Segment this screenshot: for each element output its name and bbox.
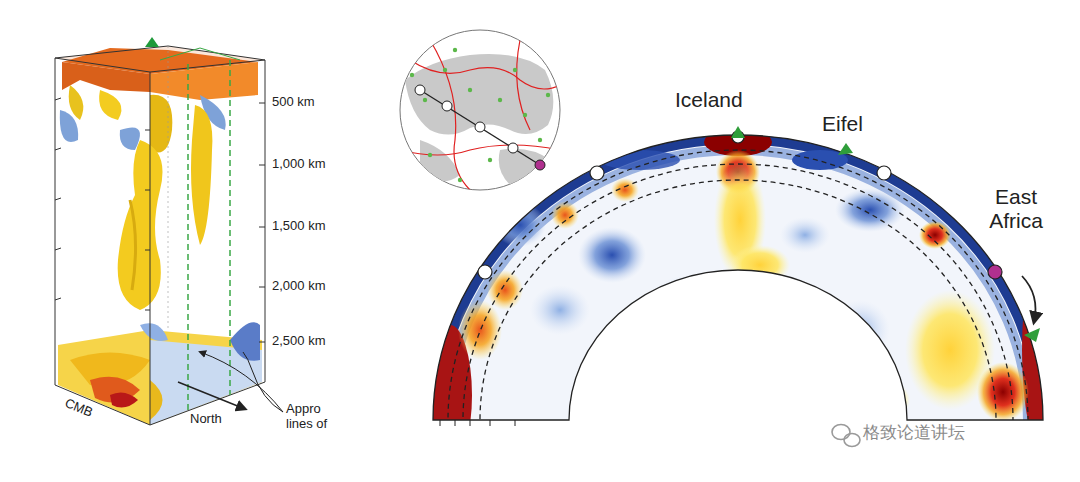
depth-label: 1,500 km (272, 219, 325, 234)
plume-box (55, 37, 283, 425)
watermark: 格致论道讲坛 (863, 423, 965, 443)
watermark-icon (832, 425, 860, 447)
depth-label: 2,000 km (272, 279, 325, 294)
place-label: Iceland (675, 88, 743, 112)
depth-label: 2,500 km (272, 334, 325, 349)
callout-note: Appro lines of (286, 402, 336, 432)
depth-label: 500 km (272, 95, 315, 110)
depth-label: 1,000 km (272, 157, 325, 172)
direction-label: North (190, 412, 222, 427)
place-label: Eifel (822, 112, 863, 136)
globe-inset (400, 30, 560, 190)
place-label: East Africa (976, 185, 1056, 233)
tomography-section (428, 126, 1054, 482)
